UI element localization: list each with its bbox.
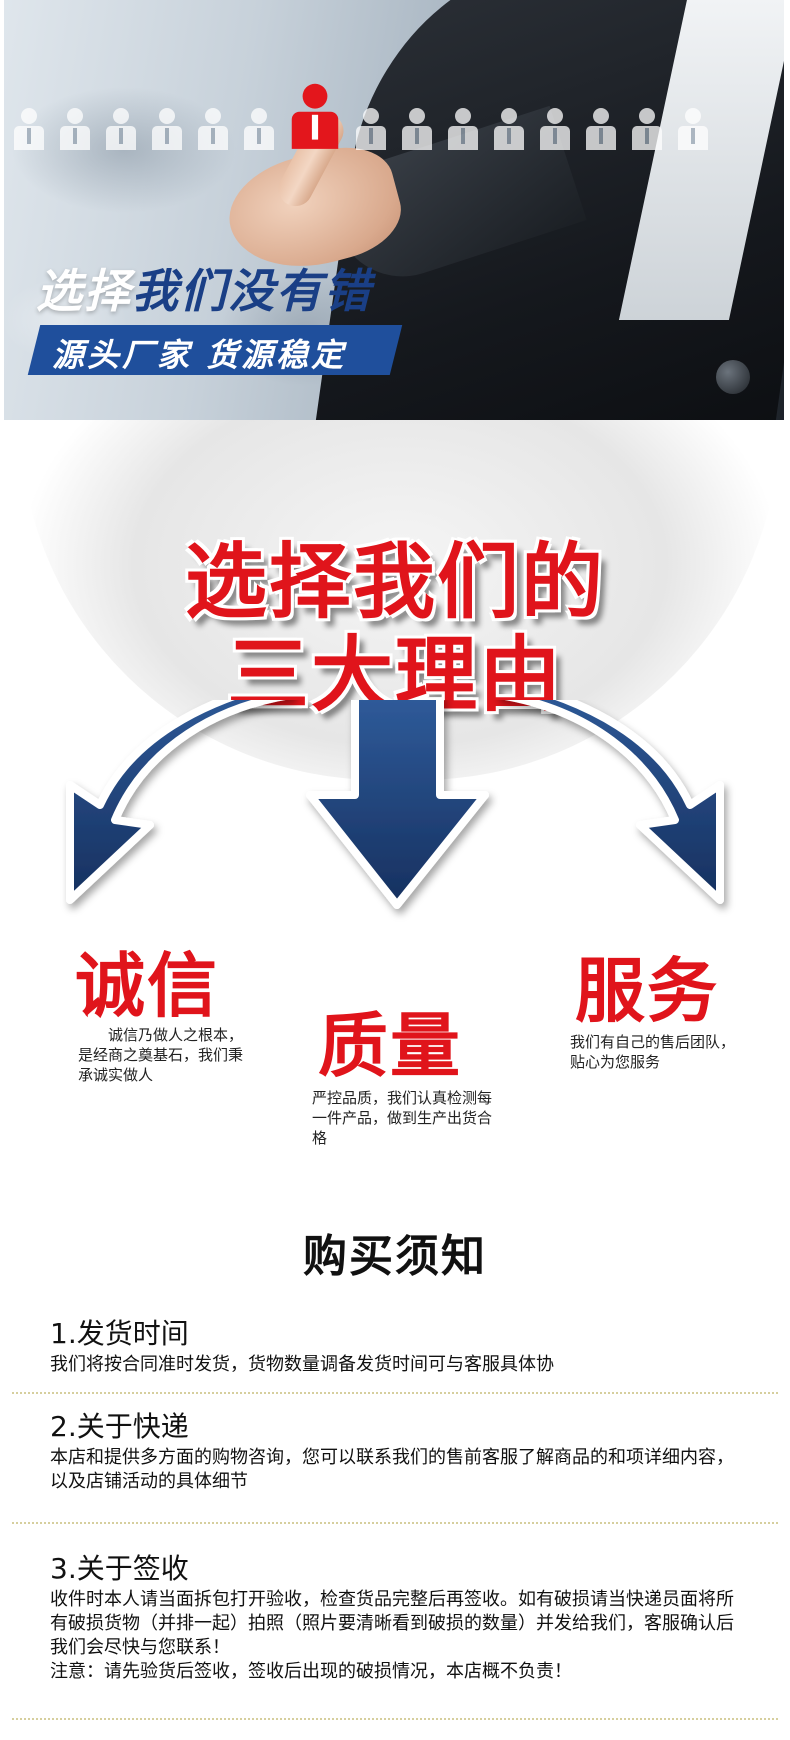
reasons-headline-line1: 选择我们的 [184, 535, 605, 630]
note-warning: 注意：请先验货后签收，签收后出现的破损情况，本店概不负责！ [50, 1661, 572, 1682]
note-shipping-time: 1.发货时间 我们将按合同准时发货，货物数量调备发货时间可与客服具体协 [50, 1315, 750, 1377]
reason-desc-service: 我们有自己的售后团队，贴心为您服务 [570, 1033, 736, 1071]
dotted-divider [12, 1522, 778, 1524]
note-body: 收件时本人请当面拆包打开验收，检查货品完整后再签收。如有破损请当快递员面将所有破… [50, 1589, 734, 1658]
person-icon [150, 108, 184, 152]
person-icon [492, 108, 526, 152]
person-icon [538, 108, 572, 152]
note-signing: 3.关于签收 收件时本人请当面拆包打开验收，检查货品完整后再签收。如有破损请当快… [50, 1550, 750, 1684]
suit-button-image [716, 360, 750, 394]
reason-title-quality: 质量 [318, 1005, 462, 1087]
dotted-divider [12, 1392, 778, 1394]
reason-desc-integrity: 诚信乃做人之根本，是经商之奠基石，我们秉承诚实做人 [78, 1026, 244, 1084]
dotted-divider [12, 1718, 778, 1720]
banner-title: 选择我们没有错 [36, 255, 372, 321]
person-icon [676, 108, 710, 152]
hero-banner: 选择我们没有错 源头厂家 货源稳定 [4, 0, 784, 420]
person-icon [196, 108, 230, 152]
note-courier: 2.关于快递 本店和提供多方面的购物咨询，您可以联系我们的售前客服了解商品的和项… [50, 1408, 750, 1494]
person-icon [58, 108, 92, 152]
person-icon [12, 108, 46, 152]
person-icon [400, 108, 434, 152]
person-icon [242, 108, 276, 152]
reason-title-integrity: 诚信 [75, 945, 219, 1027]
note-title: 3.关于签收 [50, 1552, 189, 1585]
note-title: 2.关于快递 [50, 1410, 189, 1443]
person-icon [104, 108, 138, 152]
person-icon [630, 108, 664, 152]
banner-title-blue: 我们没有错 [132, 264, 372, 318]
person-icon [446, 108, 480, 152]
note-title: 1.发货时间 [50, 1317, 189, 1350]
people-icons-row [12, 83, 712, 152]
left-arrow [66, 700, 286, 904]
three-arrows-graphic [66, 700, 724, 909]
banner-subtitle: 源头厂家 货源稳定 [52, 336, 347, 374]
reason-desc-quality: 严控品质，我们认真检测每一件产品，做到生产出货合格 [312, 1089, 493, 1147]
note-body: 本店和提供多方面的购物咨询，您可以联系我们的售前客服了解商品的和项详细内容，以及… [50, 1447, 734, 1492]
purchase-notes-title: 购买须知 [303, 1231, 487, 1282]
three-reasons-section: 选择我们的 三大理由 诚信 诚信乃做人之根本，是经商之奠基石，我们秉承诚实做人 … [0, 420, 790, 1147]
person-icon [354, 108, 388, 152]
reason-title-service: 服务 [575, 950, 719, 1032]
center-arrow [306, 700, 489, 909]
highlighted-person-icon [289, 83, 342, 152]
note-body: 我们将按合同准时发货，货物数量调备发货时间可与客服具体协 [50, 1354, 554, 1375]
banner-title-white: 选择 [36, 264, 132, 318]
person-icon [584, 108, 618, 152]
right-arrow [504, 700, 724, 904]
